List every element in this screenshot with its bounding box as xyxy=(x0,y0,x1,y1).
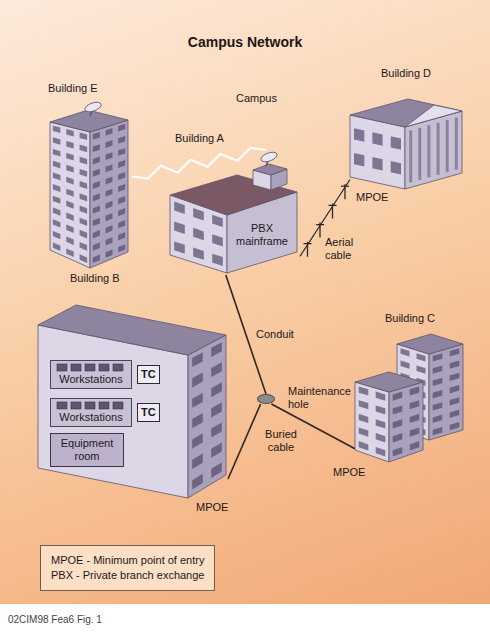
callout-label: MPOE xyxy=(356,191,388,204)
cable-line xyxy=(228,404,261,479)
utility-pole xyxy=(304,242,312,257)
callout-label: Campus xyxy=(236,92,277,105)
room-label: PBX mainframe xyxy=(233,222,291,248)
tc-label: TC xyxy=(141,368,156,381)
building: Building BWorkstationsTCWorkstationsTCEq… xyxy=(38,290,228,500)
node-label: Workstations xyxy=(55,411,127,424)
building-drawing xyxy=(38,290,228,500)
building: Building C xyxy=(355,330,465,465)
workstation-icons xyxy=(55,363,127,373)
legend-row: MPOE - Minimum point of entry xyxy=(51,554,204,567)
figure-caption: 02CIM98 Fea6 Fig. 1 xyxy=(8,614,102,626)
building-name: Building A xyxy=(175,132,265,145)
legend-box: MPOE - Minimum point of entryPBX - Priva… xyxy=(40,545,215,591)
building-drawing xyxy=(165,150,300,275)
diagram-title: Campus Network xyxy=(0,34,490,51)
callout-label: Buried cable xyxy=(258,428,304,454)
legend-row: PBX - Private branch exchange xyxy=(51,569,204,582)
legend-text: MPOE - Minimum point of entry xyxy=(51,554,204,566)
building-name: Building C xyxy=(355,312,465,325)
callout-label: MPOE xyxy=(333,466,365,479)
maintenance-hole: Maintenance hole xyxy=(257,394,275,404)
equipment-room: Equipment room xyxy=(50,433,124,467)
telecom-closet: TC xyxy=(137,365,160,384)
cable-label: Aerial cable xyxy=(325,236,365,262)
legend-text: PBX - Private branch exchange xyxy=(51,569,204,581)
tc-label: TC xyxy=(141,406,156,419)
callout-label: MPOE xyxy=(196,501,228,514)
workstation-row: Workstations xyxy=(50,398,132,427)
node-label: Workstations xyxy=(55,373,127,386)
building-drawing xyxy=(40,100,132,270)
node-label: Equipment room xyxy=(54,437,120,463)
utility-pole xyxy=(341,184,349,199)
building-drawing xyxy=(355,330,465,465)
workstation-icons xyxy=(55,401,127,411)
building: Building APBX mainframe xyxy=(165,150,300,275)
building: Building E xyxy=(40,100,132,270)
building-name: Building D xyxy=(350,67,462,80)
building: Building D xyxy=(350,85,462,190)
telecom-closet: TC xyxy=(137,403,160,422)
building-drawing xyxy=(350,85,462,190)
building-name: Maintenance hole xyxy=(288,385,356,411)
building-name: Building E xyxy=(48,82,128,95)
workstation-row: Workstations xyxy=(50,360,132,389)
utility-pole xyxy=(316,223,324,238)
utility-pole xyxy=(329,203,337,218)
building-name: Building B xyxy=(70,272,170,285)
wireless-link xyxy=(132,148,266,179)
cable-label: Conduit xyxy=(256,328,294,341)
